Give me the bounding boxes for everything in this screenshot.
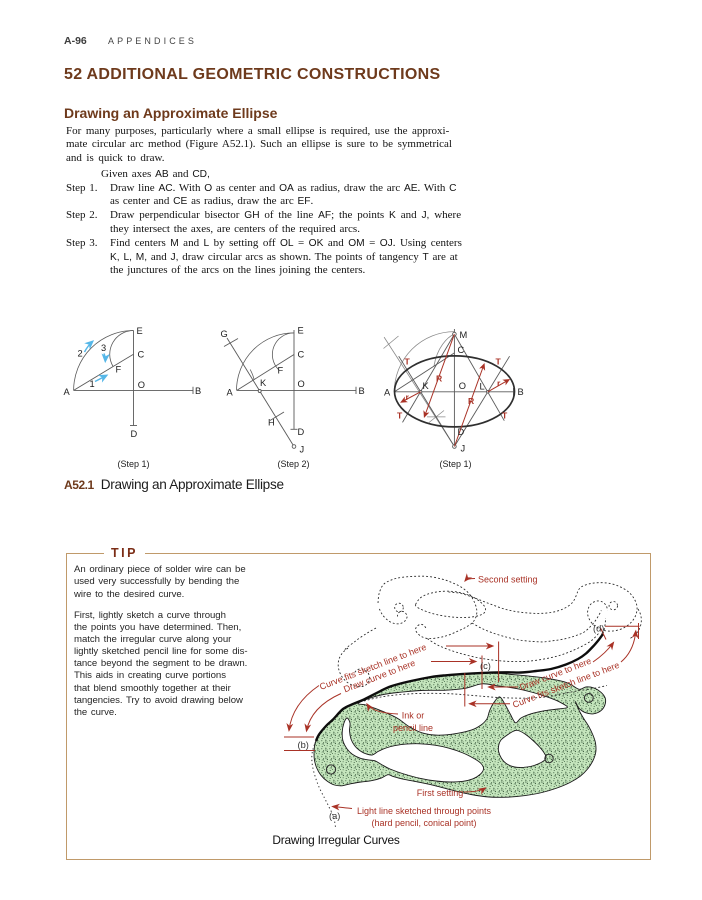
svg-text:r: r [406, 392, 410, 402]
svg-text:pencil line: pencil line [393, 723, 433, 733]
svg-text:Light line sketched through po: Light line sketched through points [357, 806, 492, 816]
svg-text:D: D [298, 427, 305, 437]
svg-text:B: B [518, 387, 524, 397]
svg-text:R: R [468, 396, 475, 406]
svg-text:1: 1 [90, 379, 95, 389]
svg-text:(b): (b) [298, 740, 309, 750]
svg-text:F: F [116, 365, 122, 375]
svg-text:First setting: First setting [417, 788, 464, 798]
svg-text:C: C [458, 345, 465, 355]
svg-text:(hard pencil, conical point): (hard pencil, conical point) [371, 818, 476, 828]
svg-text:F: F [278, 366, 284, 376]
svg-text:H: H [268, 418, 275, 428]
svg-text:T: T [397, 411, 403, 421]
svg-text:(Step 1): (Step 1) [439, 459, 471, 469]
svg-text:J: J [300, 445, 305, 455]
svg-text:D: D [131, 429, 138, 439]
svg-text:B: B [195, 386, 201, 396]
svg-text:M: M [460, 330, 468, 340]
svg-text:C: C [138, 350, 145, 360]
svg-text:r: r [497, 378, 501, 388]
svg-text:J: J [461, 444, 466, 454]
svg-text:T: T [405, 357, 411, 367]
svg-text:B: B [359, 386, 365, 396]
svg-text:Second setting: Second setting [478, 575, 538, 585]
svg-text:(Step 1): (Step 1) [117, 459, 149, 469]
svg-text:K: K [423, 381, 430, 391]
svg-text:A: A [227, 388, 234, 398]
svg-text:L: L [480, 382, 485, 392]
svg-text:3: 3 [101, 343, 106, 353]
svg-text:(a): (a) [329, 811, 340, 821]
svg-text:O: O [459, 381, 466, 391]
svg-text:T: T [502, 411, 508, 421]
svg-text:(Step 2): (Step 2) [277, 459, 309, 469]
svg-text:A: A [384, 388, 391, 398]
svg-text:C: C [298, 350, 305, 360]
svg-text:(c): (c) [480, 661, 491, 671]
svg-text:G: G [221, 329, 228, 339]
svg-text:A: A [64, 387, 71, 397]
svg-text:(d): (d) [593, 624, 604, 634]
svg-text:O: O [138, 380, 145, 390]
svg-text:T: T [496, 357, 502, 367]
svg-text:2: 2 [78, 349, 83, 359]
svg-text:E: E [298, 326, 304, 336]
svg-text:K: K [260, 378, 267, 388]
svg-text:R: R [436, 374, 443, 384]
svg-text:E: E [137, 326, 143, 336]
svg-text:Ink or: Ink or [402, 711, 425, 721]
svg-text:D: D [458, 427, 465, 437]
svg-text:O: O [298, 379, 305, 389]
